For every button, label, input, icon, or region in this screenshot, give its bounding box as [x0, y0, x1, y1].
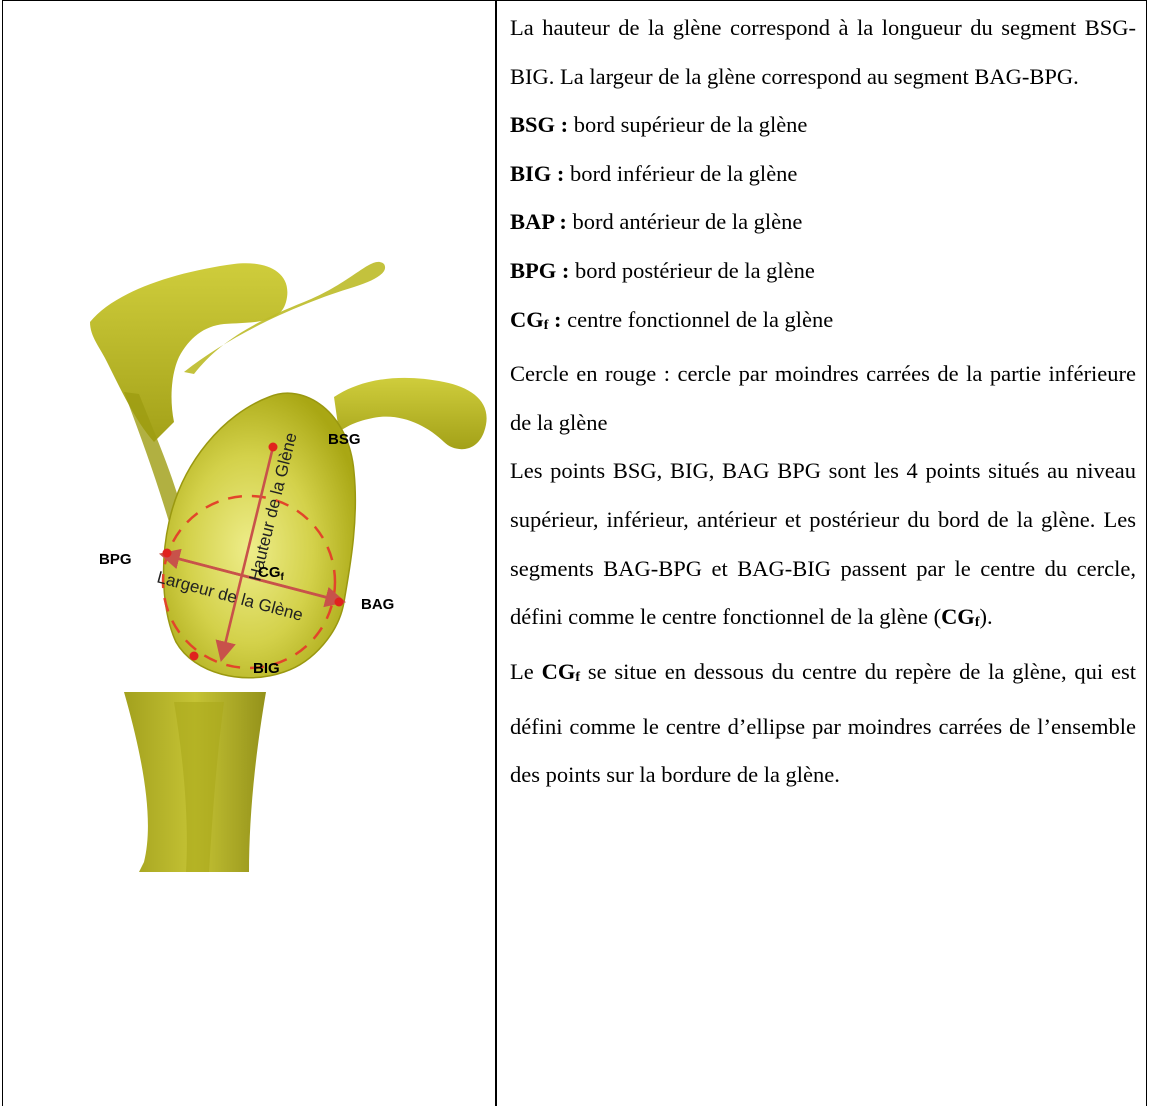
bpg-marker	[162, 548, 172, 558]
least-squares-circle	[161, 494, 337, 670]
bpg-label: BPG	[99, 551, 132, 568]
definition-big: BIG : bord inférieur de la glène	[510, 160, 798, 186]
cgf-label: CGf	[258, 564, 285, 583]
definition-bsg: BSG : bord supérieur de la glène	[510, 112, 808, 138]
glenoid-surface	[162, 392, 357, 679]
column-divider	[495, 0, 497, 1106]
big-marker	[189, 651, 199, 661]
scapula-illustration: Hauteur de la Glène Largeur de la Glène …	[90, 261, 487, 872]
definition-bpg: BPG : bord postérieur de la glène	[510, 257, 815, 283]
glenoid-dimensions-paragraph: La hauteur de la glène correspond à la l…	[510, 15, 1136, 89]
circle-paragraph: Cercle en rouge : cercle par moindres ca…	[510, 361, 1136, 435]
bsg-label: BSG	[328, 431, 361, 448]
height-axis	[215, 446, 275, 663]
coracoid-process	[184, 261, 386, 374]
definition-cgf: CGf : centre fonctionnel de la glène	[510, 306, 834, 333]
bag-label: BAG	[361, 596, 394, 613]
definition-bap: BAP : bord antérieur de la glène	[510, 209, 803, 235]
bag-marker	[334, 597, 344, 607]
description-text: La hauteur de la glène correspond à la l…	[510, 4, 1136, 800]
glenoid-figure: Hauteur de la Glène Largeur de la Glène …	[4, 2, 494, 1102]
cgf-position-paragraph: Le CGf se situe en dessous du centre du …	[510, 658, 1137, 788]
points-paragraph: Les points BSG, BIG, BAG BPG sont les 4 …	[510, 458, 1136, 631]
bsg-marker	[268, 442, 278, 452]
big-label: BIG	[253, 660, 280, 677]
